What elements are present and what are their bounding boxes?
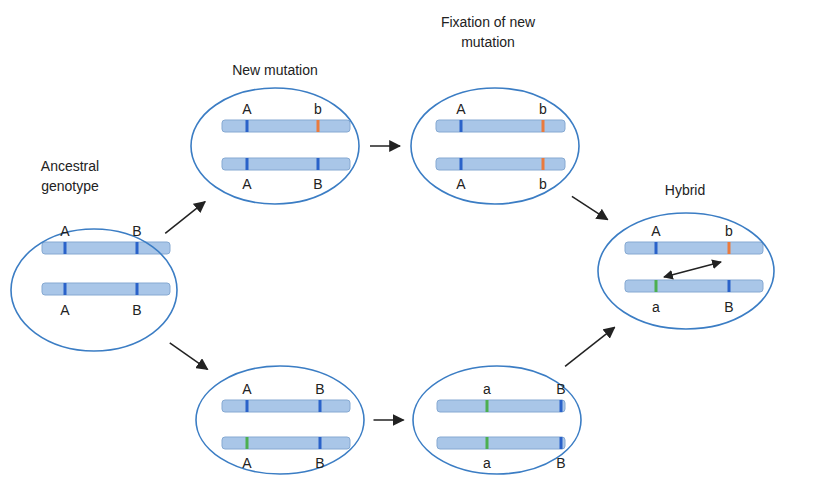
allele-mark <box>246 400 249 412</box>
allele-label: A <box>55 221 75 241</box>
population-heading: Fixation of new mutation <box>438 12 538 52</box>
allele-mark <box>317 158 320 170</box>
evolution-arrow <box>370 145 400 147</box>
allele-mark <box>560 437 563 449</box>
allele-mark <box>655 242 658 254</box>
allele-mark <box>317 120 320 132</box>
allele-mark <box>319 400 322 412</box>
allele-label: B <box>310 453 330 473</box>
genotype-ellipse: HybridAbaB <box>597 212 775 330</box>
allele-label: A <box>55 300 75 320</box>
chromosome <box>436 120 565 132</box>
evolution-arrow <box>165 202 205 234</box>
chromosome <box>222 400 350 412</box>
allele-label: A <box>237 174 257 194</box>
ellipse-outline <box>11 229 177 351</box>
allele-mark <box>136 283 139 295</box>
allele-label: B <box>308 174 328 194</box>
allele-mark <box>560 400 563 412</box>
allele-label: B <box>719 297 739 317</box>
ellipse-outline <box>597 212 775 330</box>
allele-mark <box>246 158 249 170</box>
population-heading: Ancestral genotype <box>25 156 115 196</box>
allele-label: A <box>646 221 666 241</box>
chromosome <box>625 280 763 292</box>
chromosome <box>222 120 350 132</box>
allele-label: b <box>719 221 739 241</box>
ellipse-outline <box>413 366 581 474</box>
allele-mark <box>486 400 489 412</box>
ellipse-outline <box>410 87 580 205</box>
allele-label: b <box>533 174 553 194</box>
allele-label: B <box>551 453 571 473</box>
genotype-ellipse: New mutationAbAB <box>190 87 360 205</box>
allele-label: B <box>127 221 147 241</box>
allele-mark <box>64 283 67 295</box>
allele-mark <box>542 158 545 170</box>
allele-mark <box>655 280 658 292</box>
chromosome <box>222 158 350 170</box>
ellipse-outline <box>195 365 365 475</box>
chromosome <box>42 242 170 254</box>
allele-mark <box>246 120 249 132</box>
chromosome <box>436 158 565 170</box>
allele-label: b <box>533 99 553 119</box>
allele-mark <box>486 437 489 449</box>
ellipse-outline <box>10 228 178 352</box>
allele-mark <box>319 437 322 449</box>
allele-label: B <box>310 379 330 399</box>
population-heading: Hybrid <box>645 180 725 200</box>
allele-label: A <box>237 379 257 399</box>
allele-mark <box>728 280 731 292</box>
genotype-ellipse: A B A B <box>195 365 365 475</box>
evolution-arrow <box>374 419 404 421</box>
evolution-arrow <box>572 196 608 219</box>
allele-label: A <box>451 99 471 119</box>
genotype-ellipse: aBaB <box>412 365 582 475</box>
population-heading: New mutation <box>205 60 345 80</box>
allele-mark <box>728 242 731 254</box>
chromosome <box>222 437 350 449</box>
ellipse-outline <box>598 213 774 329</box>
allele-label: a <box>477 379 497 399</box>
allele-mark <box>64 242 67 254</box>
interaction-arrow <box>664 262 721 277</box>
ellipse-outline <box>190 87 360 205</box>
ellipse-outline <box>411 88 579 204</box>
genotype-ellipse: Fixation of new mutationAbAb <box>410 87 580 205</box>
allele-label: a <box>477 453 497 473</box>
ellipse-outline <box>191 88 359 204</box>
allele-mark <box>542 120 545 132</box>
allele-label: b <box>308 99 328 119</box>
chromosome <box>437 437 565 449</box>
allele-label: A <box>237 453 257 473</box>
allele-label: B <box>127 300 147 320</box>
allele-label: A <box>451 174 471 194</box>
evolution-arrow <box>565 327 615 366</box>
allele-mark <box>246 437 249 449</box>
chromosome <box>625 242 763 254</box>
chromosome <box>437 400 565 412</box>
allele-mark <box>460 120 463 132</box>
genotype-ellipse: Ancestral genotypeABAB <box>10 228 178 352</box>
allele-label: a <box>646 297 666 317</box>
allele-label: A <box>237 99 257 119</box>
allele-mark <box>136 242 139 254</box>
evolution-arrow <box>170 343 208 369</box>
ellipse-outline <box>196 366 364 474</box>
chromosome <box>42 283 170 295</box>
allele-mark <box>460 158 463 170</box>
allele-label: B <box>551 379 571 399</box>
